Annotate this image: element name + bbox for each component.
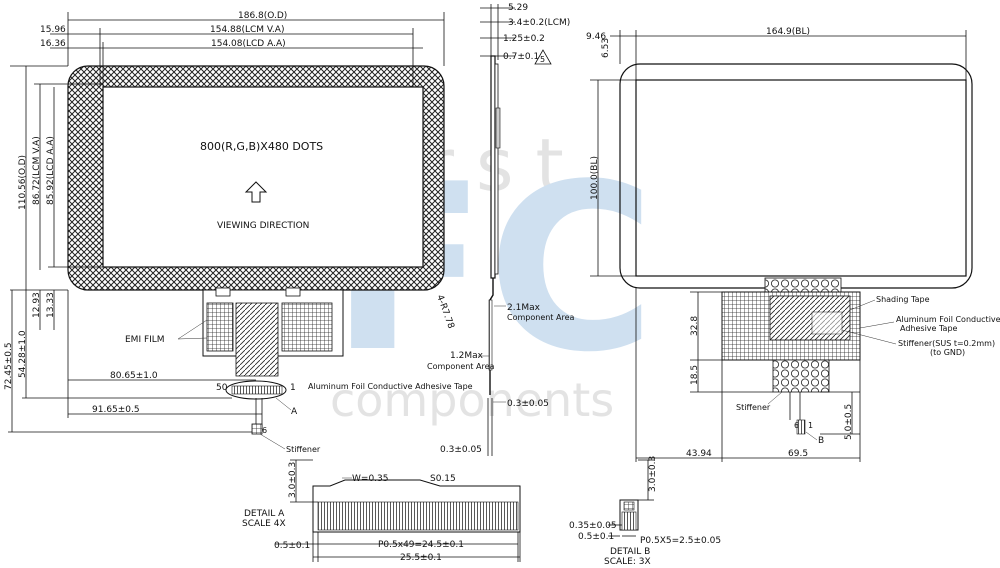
detail-a-ref: A (291, 407, 298, 417)
component-area-2: Component Area (427, 362, 494, 371)
detail-a-scale: SCALE 4X (242, 519, 286, 529)
dim-od-height: 110.56(O.D) (18, 155, 28, 210)
dim-54-28: 54.28±1.0 (18, 330, 28, 378)
detail-a-height: 3.0±0.3 (288, 462, 298, 498)
front-view: 800(R,G,B)X480 DOTS VIEWING DIRECTION EM… (4, 11, 473, 454)
dim-69-5: 69.5 (788, 449, 808, 459)
dim-outline-width: 186.8(O.D) (238, 11, 287, 21)
dim-32-8: 32.8 (690, 316, 700, 336)
rear-backlight (635, 79, 967, 277)
dim-9-46: 9.46 (586, 32, 606, 42)
rear-stiffener-label-1: Stiffener(SUS t=0.2mm) (898, 339, 995, 348)
dim-13-33: 13.33 (46, 292, 56, 318)
foil-tape-label: Aluminum Foil Conductive Adhesive Tape (308, 382, 473, 391)
detail-b-title: DETAIL B (610, 547, 650, 557)
detail-b-tab (623, 501, 635, 511)
dim-5-0: 5.0±0.5 (844, 404, 854, 440)
dim-lcm-va-width: 154.88(LCM V.A) (210, 25, 284, 35)
emi-film-left (206, 302, 234, 352)
dim-lcm-va-height: 86.72(LCM V.A) (32, 136, 42, 205)
component-area-1: Component Area (507, 313, 574, 322)
dim-80-65: 80.65±1.0 (110, 371, 158, 381)
rear-stiffener-block (811, 311, 843, 335)
resolution-label: 800(R,G,B)X480 DOTS (200, 140, 323, 153)
detail-b-d1: 0.35±0.05 (569, 521, 617, 531)
dim-0-3-a: 0.3±0.05 (507, 399, 549, 409)
detail-a-title: DETAIL A (244, 509, 285, 519)
rear-foil-label-1: Aluminum Foil Conductive (896, 315, 1000, 324)
emi-film-label: EMI FILM (125, 335, 165, 345)
viewing-arrow-icon (244, 181, 268, 203)
detail-b-d2: 0.5±0.1 (578, 532, 614, 542)
tolerance-triangle-icon (534, 49, 552, 65)
dim-0-3-b: 0.3±0.05 (440, 445, 482, 455)
pin-50-label: 50 (216, 383, 228, 393)
detail-b-scale: SCALE: 3X (604, 557, 651, 567)
dim-lcd-aa-width: 154.08(LCD A.A) (211, 39, 286, 49)
dim-100-bl: 100.0(BL) (590, 156, 600, 200)
detail-a-left: 0.5±0.1 (274, 541, 310, 551)
fpc-tail (235, 302, 279, 377)
pitch-ref: 6 (262, 426, 267, 435)
dim-lcd-aa-height: 85.92(LCD A.A) (46, 136, 56, 205)
dim-offset-16-36: 16.36 (40, 39, 66, 49)
emi-film-right (281, 302, 333, 352)
dim-6-53: 6.53 (601, 38, 611, 58)
dim-43-94: 43.94 (686, 449, 712, 459)
rear-stiffener-label-2: (to GND) (930, 348, 965, 357)
fpc-stiffener (251, 423, 263, 435)
side-fpc-stiffener (488, 299, 493, 371)
rear-hex-lower (772, 359, 830, 393)
detail-b: 3.0±0.3 0.35±0.05 0.5±0.1 P0.5X5=2.5±0.0… (569, 456, 721, 567)
viewing-direction-label: VIEWING DIRECTION (217, 221, 309, 231)
dim-1-2max: 1.2Max (450, 351, 484, 361)
dim-3-4: 3.4±0.2(LCM) (508, 18, 570, 28)
detail-a-pitch: P0.5x49=24.5±0.1 (378, 540, 464, 550)
dim-2-1max: 2.1Max (507, 303, 541, 313)
dim-91-65: 91.65±0.5 (92, 405, 140, 415)
dim-5-29: 5.29 (508, 3, 528, 13)
detail-a-total: 25.5±0.1 (400, 553, 442, 563)
rear-pin-1: 1 (808, 421, 813, 430)
front-stiffener-label: Stiffener (286, 445, 321, 454)
detail-a-spacing: S0.15 (430, 474, 456, 484)
fpc-contacts (231, 385, 283, 395)
triangle-5: 5 (540, 55, 545, 64)
dim-12-93: 12.93 (32, 292, 42, 318)
detail-b-height: 3.0±0.3 (648, 456, 658, 492)
fpc-top-tab-2 (285, 287, 301, 297)
dim-0-7: 0.7±0.1 (503, 52, 539, 62)
side-lcm (494, 63, 499, 275)
side-component-block (495, 107, 501, 149)
dim-1-25: 1.25±0.2 (503, 34, 545, 44)
dim-18-5: 18.5 (690, 365, 700, 385)
fpc-top-tab (215, 287, 231, 297)
detail-a: DETAIL A SCALE 4X W=0.35 S0.15 3.0±0.3 0… (242, 459, 521, 563)
rear-view: Shading Tape Aluminum Foil Conductive Ad… (586, 27, 1000, 462)
side-glass (490, 55, 496, 279)
rear-connector (796, 419, 806, 435)
shading-tape-label: Shading Tape (876, 295, 930, 304)
dim-164-9: 164.9(BL) (766, 27, 810, 37)
dim-72-45: 72.45±0.5 (4, 342, 14, 390)
watermark-components: components (330, 373, 614, 427)
detail-b-pitch: P0.5X5=2.5±0.05 (640, 536, 721, 546)
rear-stiffener-text: Stiffener (736, 403, 771, 412)
detail-b-contacts (621, 511, 637, 531)
detail-a-contacts (317, 501, 519, 531)
dim-offset-15-96: 15.96 (40, 25, 66, 35)
side-view: 5.29 3.4±0.2(LCM) 1.25±0.2 0.7±0.1 5 2.1… (427, 3, 574, 456)
rear-outline (619, 63, 973, 289)
rear-pin-6: 6 (794, 421, 799, 430)
front-active-area (102, 86, 424, 268)
rear-foil-label-2: Adhesive Tape (900, 324, 958, 333)
detail-a-width: W=0.35 (352, 474, 388, 484)
pin-1-label: 1 (290, 383, 296, 393)
detail-b-ref: B (818, 436, 824, 446)
